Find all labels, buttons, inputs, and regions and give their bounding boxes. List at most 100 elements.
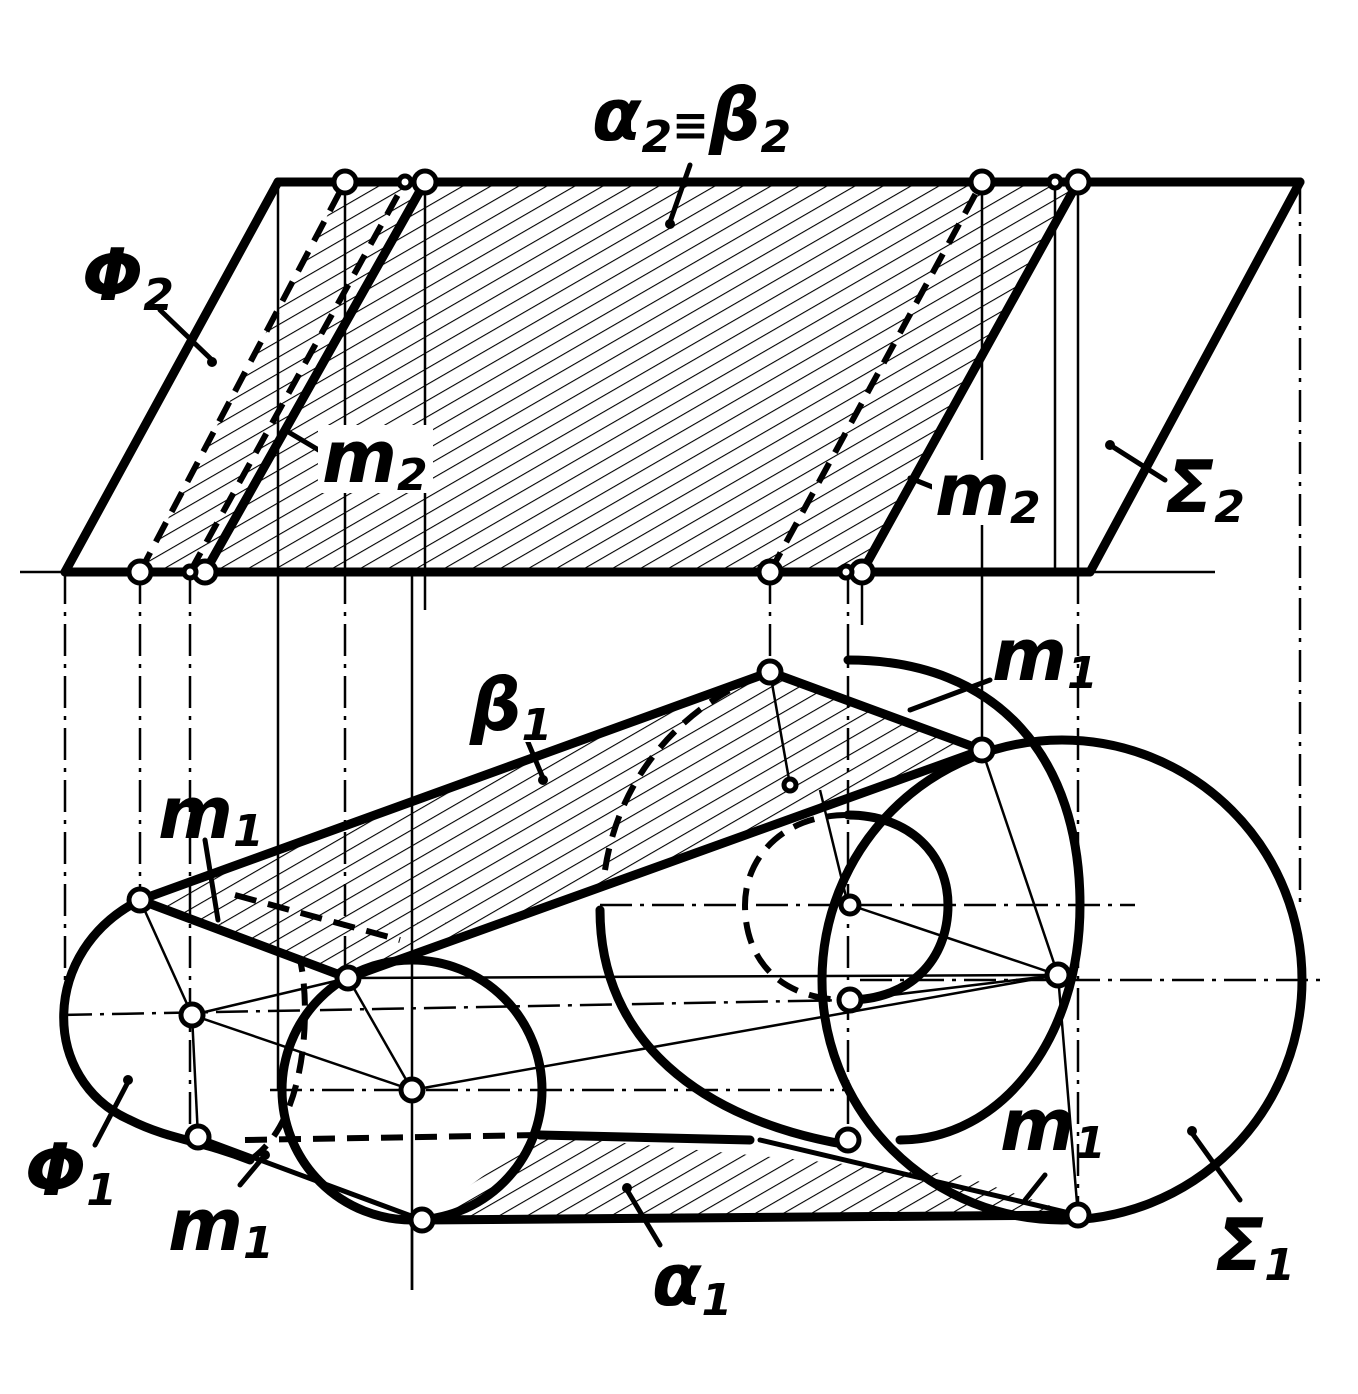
phi1-circle-back (248, 959, 308, 1163)
point (1046, 173, 1064, 191)
label-m2-left: m2 (322, 415, 428, 501)
point (837, 563, 855, 581)
leader-m2-right (907, 475, 938, 491)
label-alpha1: α1 (652, 1238, 732, 1326)
thin-1 (138, 899, 194, 1016)
point (1064, 168, 1092, 196)
beta1-bottom-edge (343, 745, 987, 983)
leader-dot (622, 1183, 632, 1193)
thin-4 (346, 977, 414, 1091)
label-main: α (592, 73, 642, 157)
label-m1-bottom-right: m1 (1000, 1083, 1106, 1169)
label-alpha2-beta2: α2≡β2 (592, 73, 791, 163)
leader-beta1 (522, 732, 546, 781)
alpha1-bottom-edge (417, 1210, 1083, 1225)
thin-7 (347, 973, 1059, 980)
label-phi2: Φ2 (82, 233, 174, 321)
label-m2-right: m2 (935, 448, 1041, 534)
beta1-dash-inner (234, 892, 401, 943)
leader-sigma1 (1189, 1130, 1243, 1203)
sigma1-circle (817, 735, 1307, 1225)
point (334, 964, 362, 992)
label-beta1: β1 (469, 663, 552, 751)
label-phi1: Φ1 (25, 1128, 117, 1216)
point (781, 776, 799, 794)
leader-dot (665, 219, 675, 229)
thin-5 (411, 973, 1059, 1092)
points (126, 168, 1092, 1234)
alpha1-left-edge (195, 1134, 425, 1223)
plane-alpha1-hatch (422, 1135, 1078, 1220)
leader-phi1 (92, 1079, 131, 1148)
point (834, 1126, 862, 1154)
point (396, 173, 414, 191)
leader-m1-tl (202, 837, 221, 923)
label-sigma2: Σ2 (1165, 445, 1245, 533)
dashed-generator-right (767, 180, 985, 574)
inner-circle-right-dash (741, 812, 849, 1003)
point (756, 558, 784, 586)
beta1-left-edge (135, 895, 353, 983)
m2-left-line (200, 177, 430, 577)
point (178, 1001, 206, 1029)
leader-dot (123, 1075, 133, 1085)
leader-dot (1105, 440, 1115, 450)
axis-phi1 (59, 998, 851, 1017)
point (184, 1123, 212, 1151)
point (1064, 1201, 1092, 1229)
point (126, 886, 154, 914)
phi2-outline (60, 177, 283, 577)
leader-alpha2 (667, 162, 693, 225)
leader-dot (207, 357, 217, 367)
alpha1-dash (244, 1132, 541, 1143)
point (331, 168, 359, 196)
leader-m1-tr (907, 677, 993, 713)
leader-m1-br (1022, 1172, 1048, 1203)
thin-12 (849, 973, 1059, 1002)
m2-right-line (857, 177, 1083, 577)
svg-text:α2≡β2: α2≡β2 (592, 73, 791, 163)
point (968, 736, 996, 764)
point (838, 893, 862, 917)
label-m1-bottom-left: m1 (168, 1183, 274, 1269)
beta1-top-edge (135, 667, 775, 905)
point (411, 168, 439, 196)
medium-circle-right-front (595, 905, 853, 1150)
thin-11 (1056, 974, 1080, 1216)
thin-3 (191, 976, 349, 1017)
point (408, 1206, 436, 1234)
point (968, 168, 996, 196)
leader-m1-bl (237, 1152, 268, 1188)
point (398, 1076, 426, 1104)
thin-13 (818, 789, 850, 906)
leader-alpha1 (624, 1187, 663, 1248)
point (126, 558, 154, 586)
inner-circle-right (843, 810, 953, 1005)
point (1044, 961, 1072, 989)
thin-8 (980, 749, 1060, 976)
alpha1-top-edge (535, 1130, 755, 1145)
leader-phi2 (157, 307, 215, 363)
dashed-generator-left (137, 180, 348, 574)
leader-dot (538, 775, 548, 785)
label-sigma1: Σ1 (1215, 1203, 1295, 1291)
point (756, 658, 784, 686)
label-m1-top-right: m1 (992, 613, 1098, 699)
label-m1-top-left: m1 (158, 771, 264, 857)
point (181, 563, 199, 581)
beta1-right-edge (765, 667, 987, 755)
thin-10 (768, 671, 792, 786)
thin-9 (849, 903, 1059, 977)
leader-dot (1187, 1126, 1197, 1136)
leader-dot (260, 1150, 270, 1160)
sigma2-outline (1085, 177, 1305, 577)
point (836, 986, 864, 1014)
thin-6 (191, 1013, 413, 1092)
thin-2 (190, 1014, 200, 1138)
leader-sigma2 (1107, 442, 1168, 483)
leader-m2-left (282, 427, 325, 455)
plane-beta1-hatch (140, 672, 982, 978)
dashed-generator-left-2 (187, 180, 408, 574)
